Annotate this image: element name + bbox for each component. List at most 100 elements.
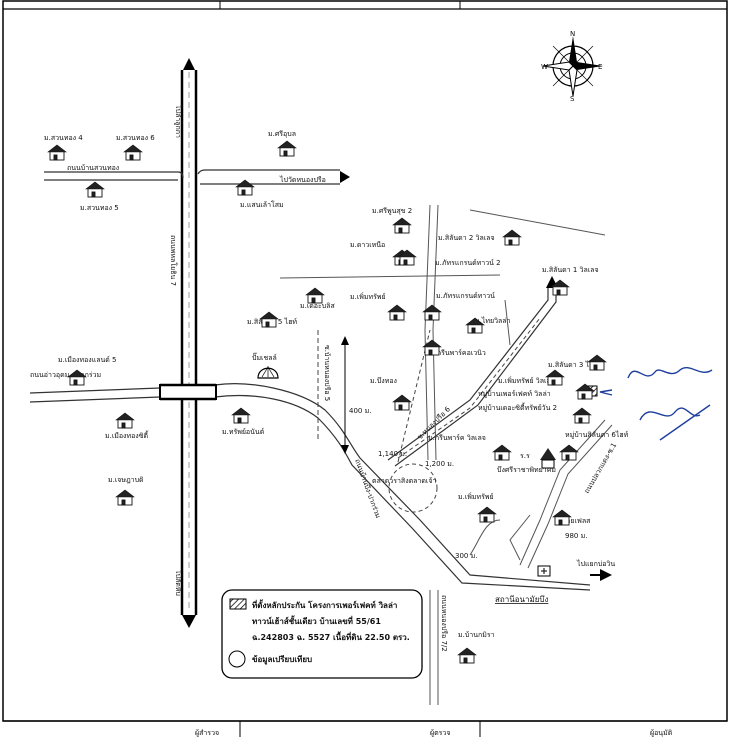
to-top-label: ไปลำลูกกา bbox=[174, 104, 183, 138]
temple-label: บึงศรีราชาพิทยาคม bbox=[497, 465, 556, 474]
legend-line2: ทาวน์เฮ้าส์ชั้นเดียว บ้านเลขที่ 55/61 bbox=[252, 615, 381, 626]
to-sattahip-label: ไปสัตหีบ bbox=[174, 569, 183, 596]
village-label: ม.เพิ่มทรัพย์ bbox=[350, 292, 386, 301]
village-label: หมู่บ้านสิลันดา 6ไฮท์ bbox=[565, 430, 629, 439]
legend-hatch-swatch bbox=[229, 598, 247, 610]
village-label: ม.ทรัพย์อนันต์ bbox=[222, 428, 265, 436]
village-label: ม.แสนเล้าโสม bbox=[240, 200, 284, 209]
house-icon bbox=[572, 407, 592, 424]
compass-w: W bbox=[541, 63, 548, 71]
legend-line1: ที่ตั้งหลักประกัน โครงการเพอร์เฟคท์ วิลล… bbox=[252, 599, 397, 610]
village-label: ม.บ้านกมิรา bbox=[458, 631, 495, 639]
shell-station-icon bbox=[257, 366, 279, 379]
village-label: ม.ศรีอุบล bbox=[268, 130, 296, 138]
village-label: ม.ไทยวิลล่า bbox=[475, 316, 511, 325]
house-icon bbox=[387, 304, 407, 321]
house-icon bbox=[559, 444, 579, 461]
house-icon bbox=[457, 647, 477, 664]
signature bbox=[599, 367, 713, 441]
village-label: ม.เพิ่มทรัพย์ bbox=[458, 492, 494, 501]
school-label: ร.ร bbox=[520, 452, 530, 460]
legend-line4: ข้อมูลเปรียบเทียบ bbox=[252, 654, 312, 665]
sanguthong-road-label: ถนนบ้านสวนทอง bbox=[67, 164, 119, 172]
market-circle bbox=[388, 463, 438, 513]
soi-a-label: ซ.บ้านหนองปรือ 5 bbox=[323, 345, 331, 401]
health-station-icon bbox=[537, 565, 551, 577]
dist-980: 980 ม. bbox=[565, 532, 587, 540]
to-nong-prue-label: ไปวัดหนองปรือ bbox=[279, 175, 326, 184]
village-label: ม.สิลันดา 3 ไฮท์ bbox=[548, 360, 598, 369]
village-label: ม.บึงทอง bbox=[370, 376, 397, 385]
to-bowin-label: ไปแยกบ่อวิน bbox=[576, 559, 615, 568]
house-icon bbox=[67, 369, 87, 386]
health-station-label: สถานีอนามัยบึง bbox=[495, 595, 548, 604]
village-label: ม.สิลันดา 1 วิลเลจ bbox=[542, 266, 599, 274]
house-icon bbox=[545, 369, 565, 386]
village-label: ม.เจษฎาบดิ bbox=[108, 476, 144, 484]
house-icon bbox=[397, 249, 417, 266]
house-icon bbox=[47, 144, 67, 161]
school-icon bbox=[540, 448, 556, 469]
village-label: ม.กรีนพาร์ค วิลเลจ bbox=[428, 434, 486, 442]
shell-label: ปั๊มเชลล์ bbox=[252, 352, 277, 362]
compass-e: E bbox=[598, 63, 602, 71]
village-layer: ม.สวนทอง 4 ม.สวนทอง 6 ม.ศรีอุบลม.สวนทอง 5 ม… bbox=[44, 130, 629, 664]
footer-approver: ผู้อนุมัติ bbox=[650, 729, 673, 737]
dist-300: 300 ม. bbox=[455, 552, 477, 560]
house-icon bbox=[235, 179, 255, 196]
house-icon bbox=[422, 339, 442, 356]
house-icon bbox=[123, 144, 143, 161]
legend: ที่ตั้งหลักประกัน โครงการเพอร์เฟคท์ วิลล… bbox=[221, 589, 423, 679]
compass-rose-icon: N S W E bbox=[541, 30, 603, 103]
footer-surveyor: ผู้สำรวจ bbox=[195, 729, 219, 737]
village-label: หมู่บ้านเพอร์เฟคท์ วิลล่า bbox=[478, 390, 551, 398]
village-label: ม.มายเฟลส bbox=[555, 517, 591, 525]
market-label: ตลาดวราสิงตลาดเจ้า bbox=[372, 477, 436, 485]
legend-circle-swatch bbox=[228, 650, 246, 668]
village-label: หมู่บ้านเดอะซิตี้ทรัพย์วัน 2 bbox=[478, 401, 557, 412]
house-icon bbox=[231, 407, 251, 424]
house-icon bbox=[392, 394, 412, 411]
compass-s: S bbox=[570, 95, 575, 103]
house-icon bbox=[115, 489, 135, 506]
main-road-label: ถนนพหลโยธิน 7 bbox=[169, 235, 178, 286]
house-icon bbox=[305, 287, 325, 304]
dist-1140: 1,140 ม. bbox=[378, 450, 407, 458]
house-icon bbox=[465, 317, 485, 334]
lad-krabang-road-label: ถนนอ่าวอุดม - ปากร่วม bbox=[30, 371, 101, 379]
soi-d-label: ถนนหนองปรือ 7/2 bbox=[440, 595, 448, 652]
village-label: ม.สวนทอง 6 bbox=[116, 134, 155, 142]
soi-c-label: ถนนปลวกแดง-ซ.1 bbox=[583, 442, 619, 495]
house-icon bbox=[422, 304, 442, 321]
house-icon bbox=[259, 311, 279, 328]
village-label: ม.สวนทอง 5 bbox=[80, 204, 119, 212]
house-icon bbox=[550, 279, 570, 296]
village-label: ม.เดอะบลิส bbox=[300, 302, 335, 310]
house-icon bbox=[277, 140, 297, 157]
house-icon bbox=[492, 444, 512, 461]
village-label: ม.สิลันดา 2 วิลเลจ bbox=[438, 234, 495, 242]
house-icon bbox=[575, 383, 595, 400]
village-label: ม.เมืองทองซิตี้ bbox=[105, 429, 149, 440]
village-label: ม.ภัทรแกรนด์ทาวน์ bbox=[436, 292, 495, 300]
village-label: ม.ภัทรแกรนด์ทาวน์ 2 bbox=[435, 259, 501, 267]
house-icon bbox=[587, 354, 607, 371]
village-label: ม.กรีนพาร์คอเวนิว bbox=[430, 349, 486, 357]
highway-main bbox=[180, 58, 198, 628]
village-label: ม.เพิ่มทรัพย์ วิลเลจ bbox=[498, 376, 555, 385]
house-icon bbox=[85, 181, 105, 198]
footer-checker: ผู้ตรวจ bbox=[430, 729, 450, 737]
house-icon bbox=[552, 509, 572, 526]
dist-400: 400 ม. bbox=[349, 407, 371, 415]
village-label: ม.ศรีพูนสุข 2 bbox=[372, 207, 412, 215]
house-icon bbox=[115, 412, 135, 429]
house-icon bbox=[477, 506, 497, 523]
village-label: ม.เมืองทองแลนด์ 5 bbox=[58, 356, 117, 364]
village-label: ม.สวนทอง 4 bbox=[44, 134, 83, 142]
compass-n: N bbox=[570, 30, 575, 38]
house-icon bbox=[392, 217, 412, 234]
legend-line3: ฉ.242803 ฉ. 5527 เนื้อที่ดิน 22.50 ตรว. bbox=[252, 631, 410, 642]
house-icon bbox=[502, 229, 522, 246]
village-label: ม.ดาวเหนือ bbox=[350, 241, 385, 249]
